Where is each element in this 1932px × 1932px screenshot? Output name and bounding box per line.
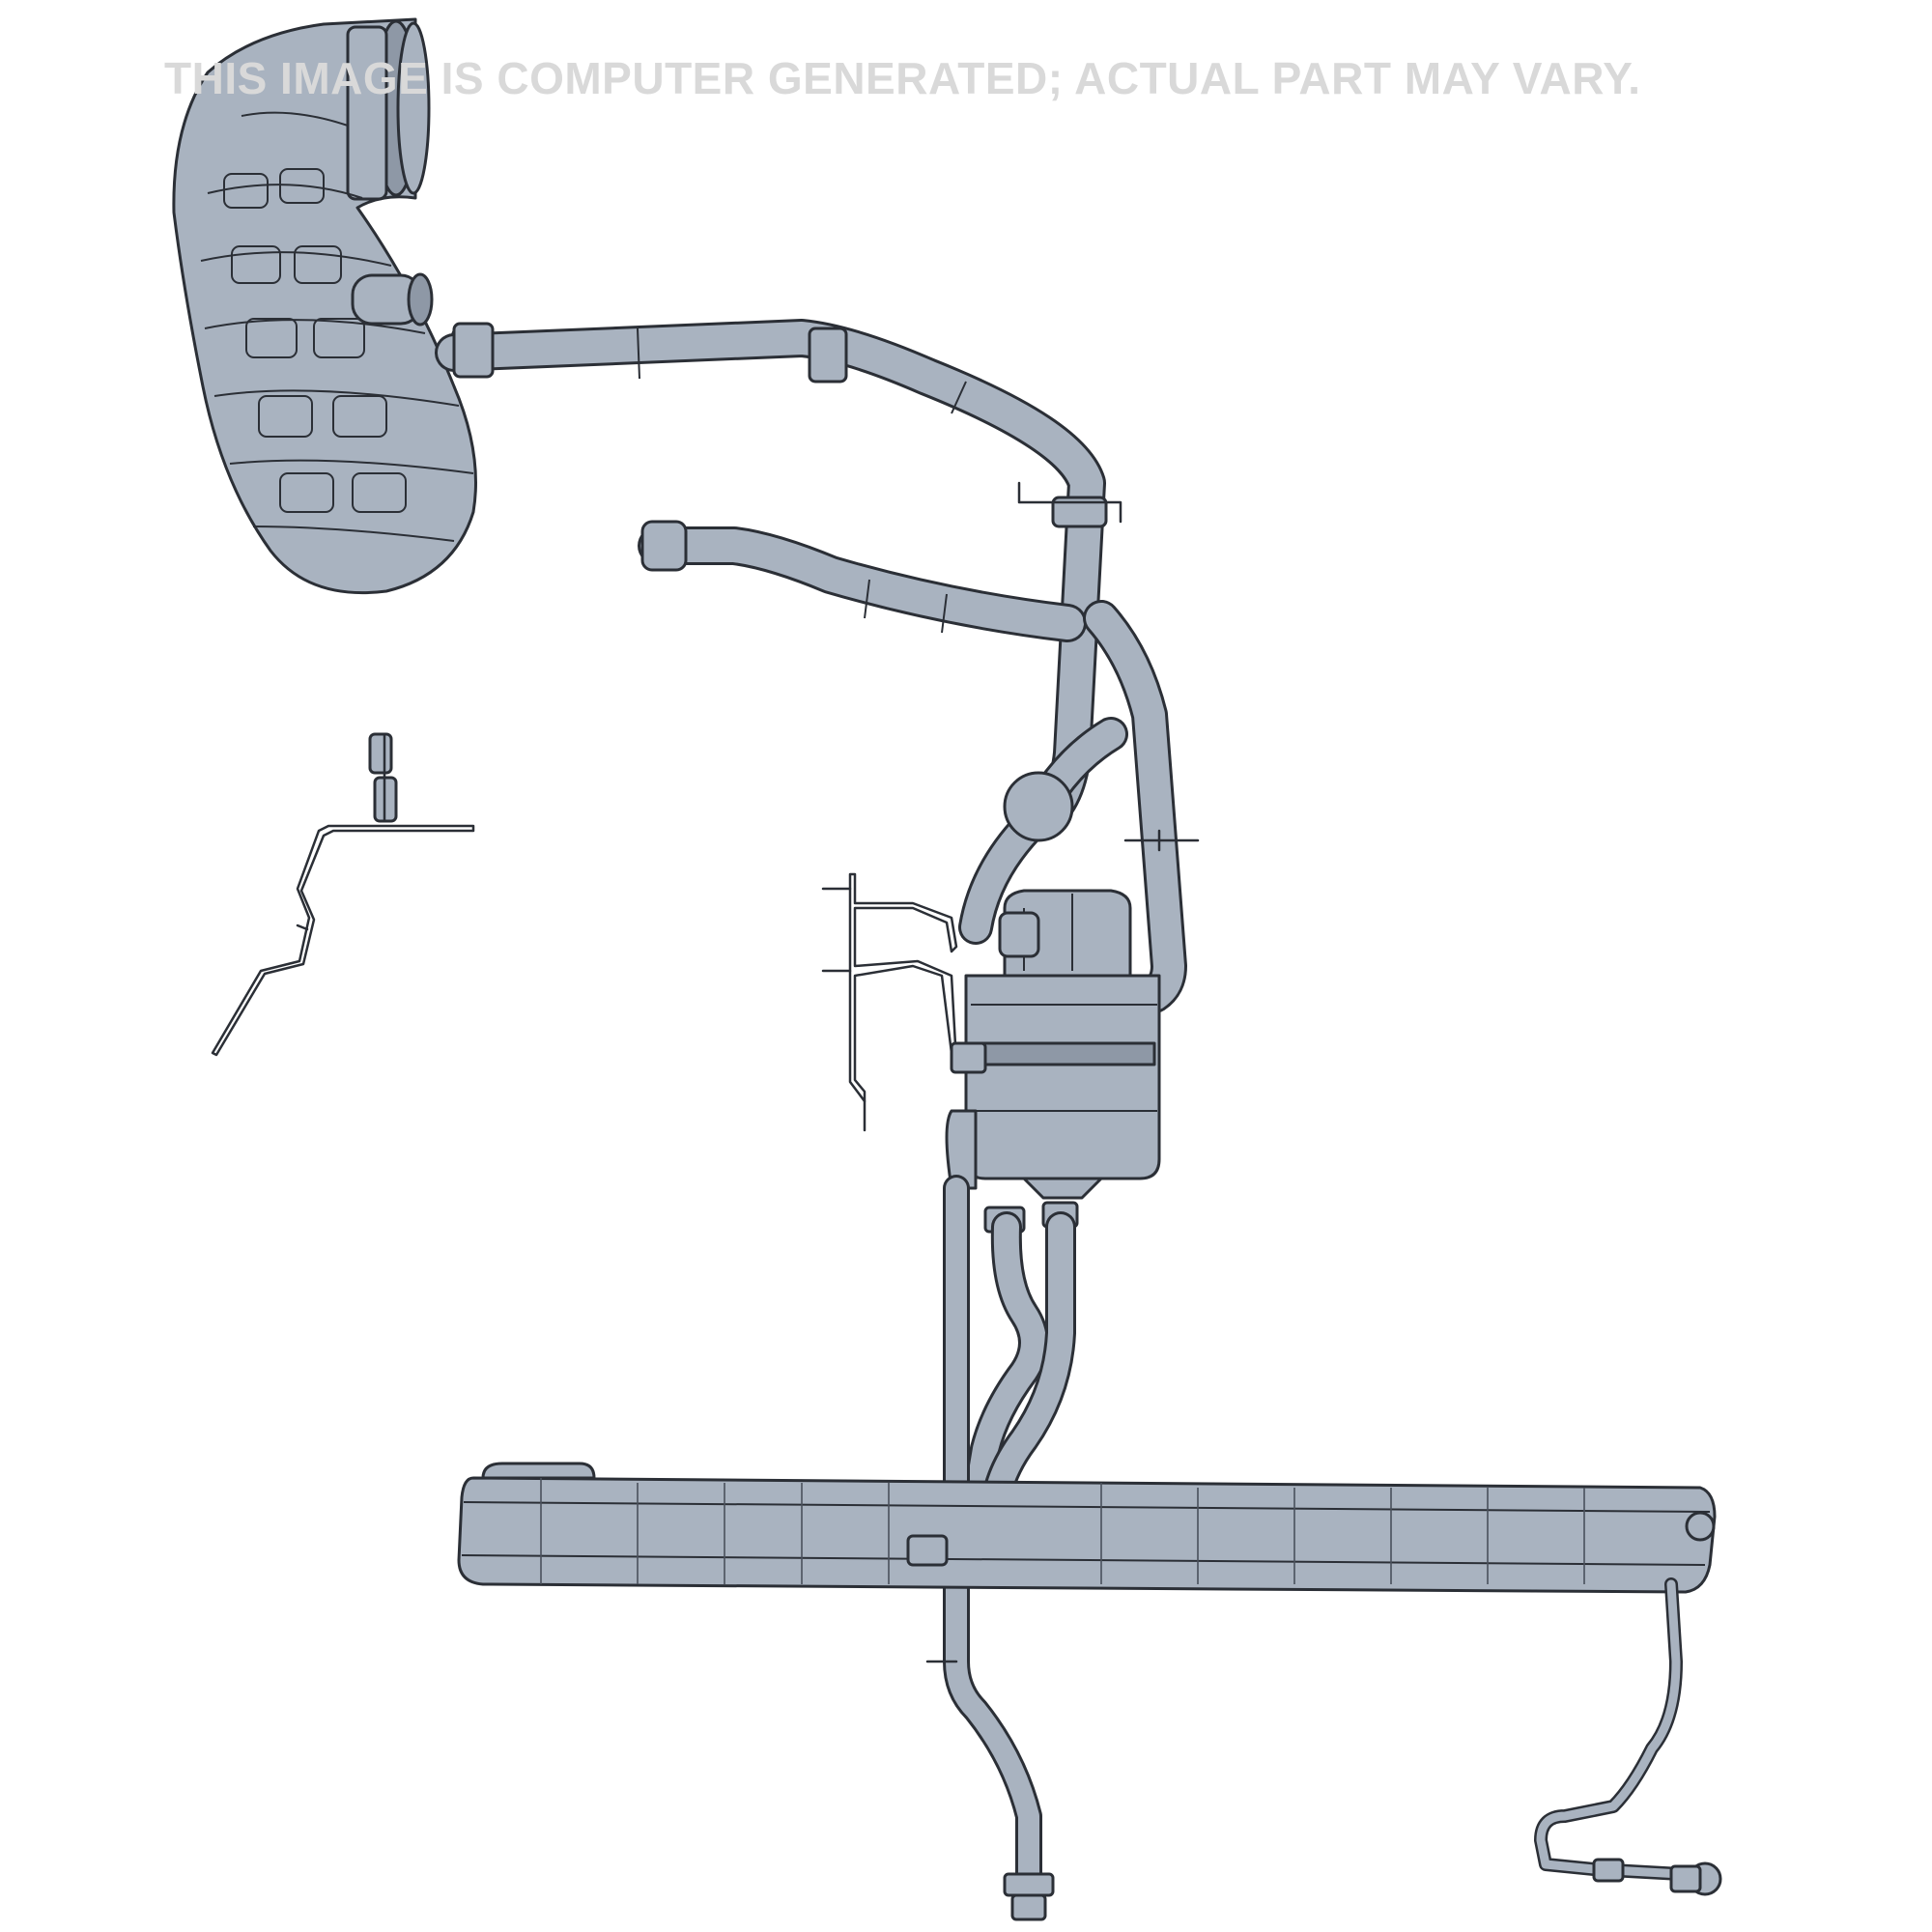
- intake-duct: [172, 17, 477, 595]
- right-line: [1534, 1577, 1722, 1896]
- tank-shield: [457, 1462, 1717, 1594]
- center-bracket: [821, 872, 958, 1132]
- middle-hose: [638, 520, 1087, 642]
- lower-hoses: [925, 1175, 1076, 1921]
- left-bracket: [211, 732, 475, 1057]
- vertical-hoses: [958, 600, 1200, 1013]
